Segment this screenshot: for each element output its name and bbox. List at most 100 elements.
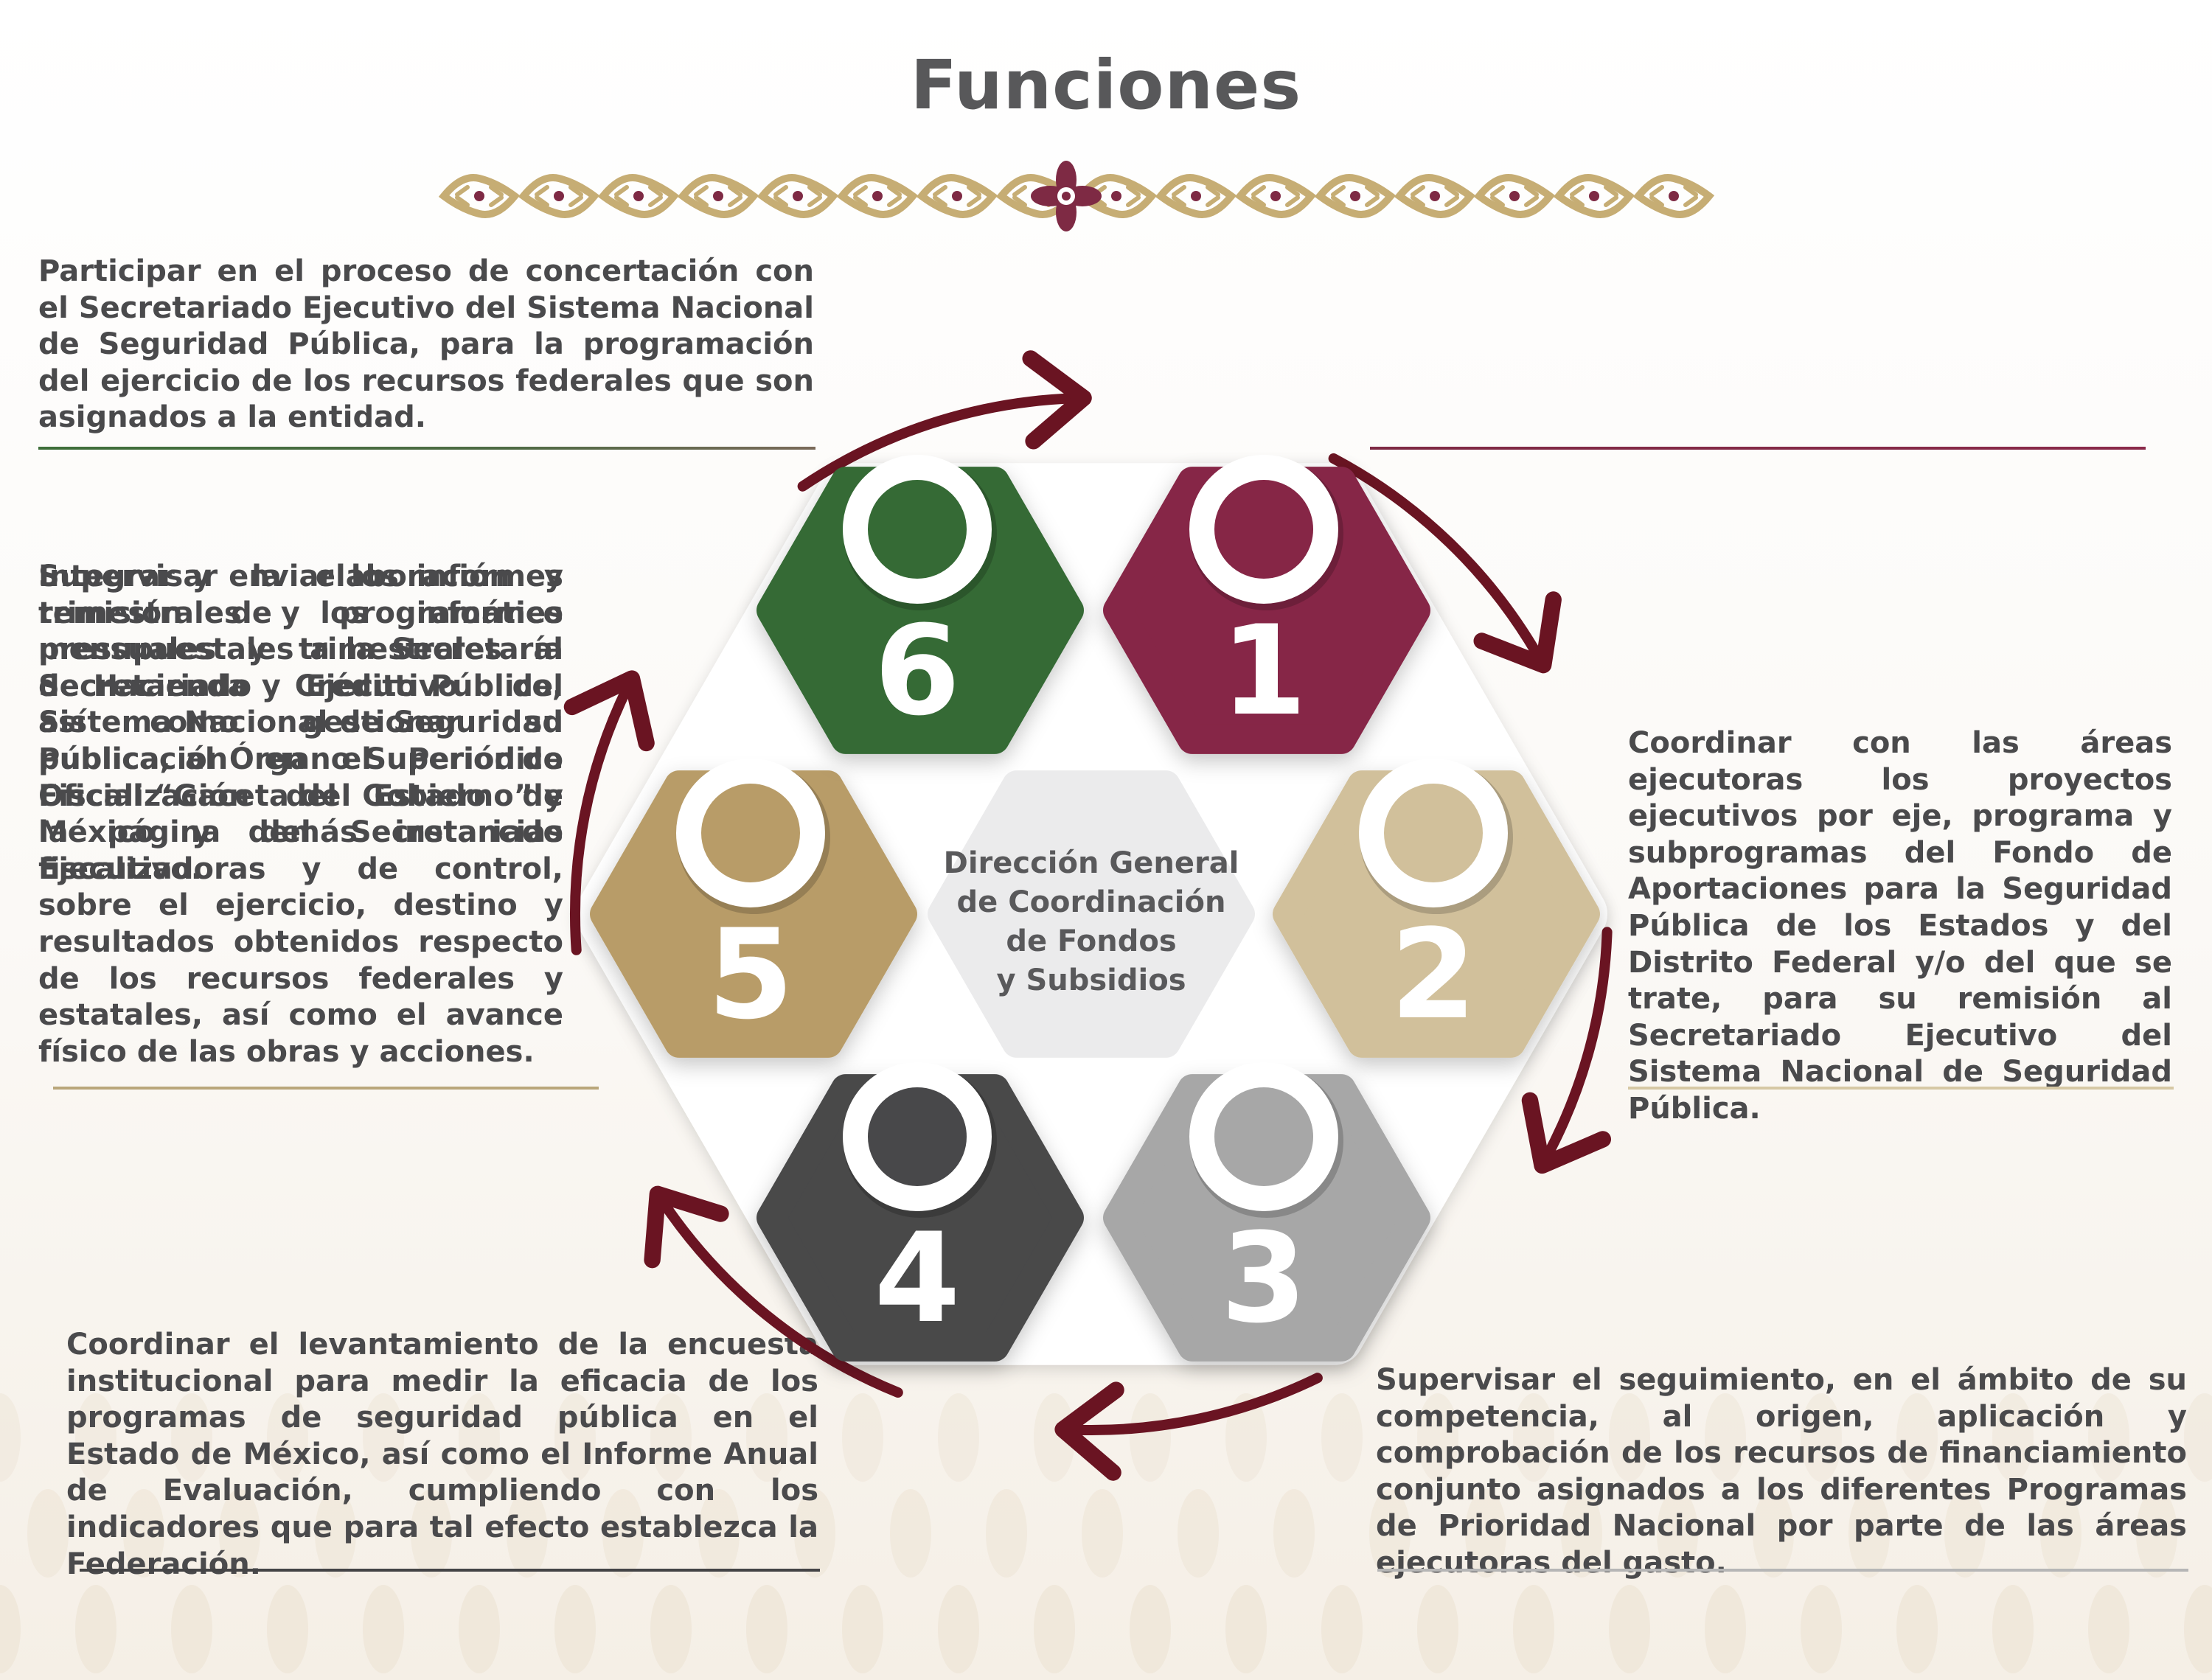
ring-icon [843, 455, 992, 604]
flower-icon [1031, 161, 1102, 231]
ornament-unit [438, 174, 521, 218]
function-3-rule [1377, 1569, 2188, 1572]
background-petal [650, 1585, 692, 1673]
function-5-text: Supervisar la elaboración y remisión de … [38, 560, 563, 1069]
center-label-line-1: Dirección General [943, 846, 1239, 880]
background-petal [554, 1393, 596, 1482]
center-label: Dirección General de Coordinación de Fon… [936, 844, 1246, 1000]
ring-icon [843, 1062, 992, 1211]
background-petal [650, 1393, 692, 1482]
background-petal [2184, 1585, 2212, 1673]
background-petal [986, 1489, 1027, 1578]
center-label-line-3: de Fondos [1006, 924, 1177, 958]
function-4-rule [80, 1569, 820, 1572]
background-petal [0, 1585, 21, 1673]
background-petal [1321, 1585, 1363, 1673]
background-petal [1609, 1393, 1650, 1482]
ornament-unit [1553, 174, 1635, 218]
background-petal [1753, 1489, 1794, 1578]
hexagon-2: 2 [1273, 759, 1600, 1058]
cycle-arrow-6 [797, 350, 1092, 492]
cycle-arrow-1 [1328, 453, 1562, 674]
background-petal [1513, 1585, 1554, 1673]
ornament-unit [1473, 174, 1556, 218]
ornament-unit [836, 174, 919, 218]
cycle-arrow-2 [1521, 927, 1613, 1174]
hexagon-1: 1 [1103, 455, 1430, 754]
background-petal [698, 1489, 740, 1578]
background-petal [363, 1585, 404, 1673]
ornament-unit [597, 174, 680, 218]
function-3-text: Supervisar el seguimiento, en el ámbito … [1376, 1363, 2187, 1580]
background-petal [363, 1393, 404, 1482]
background-petal [746, 1393, 787, 1482]
background-petal [1657, 1489, 1698, 1578]
hexagon-5: 5 [590, 759, 917, 1058]
hexagon-number-2: 2 [1391, 902, 1477, 1047]
function-6-text: Integrar y enviar los informes trimestra… [38, 560, 563, 886]
background-petal [1848, 1489, 1890, 1578]
background-petal [842, 1585, 883, 1673]
center-label-line-2: de Coordinación [956, 885, 1226, 919]
background-petal [602, 1489, 644, 1578]
background-petal [1801, 1585, 1842, 1673]
background-petal [1896, 1393, 1938, 1482]
background-petal [1992, 1585, 2034, 1673]
function-1-rule [1370, 447, 2146, 450]
background-petal [27, 1489, 69, 1578]
ornamental-divider [438, 161, 1715, 231]
background-petal [746, 1585, 787, 1673]
ornament-unit [916, 174, 998, 218]
hexagon-number-6: 6 [874, 599, 961, 743]
background-petal [459, 1393, 500, 1482]
background-petal [1992, 1393, 2034, 1482]
background-petal [2184, 1393, 2212, 1482]
ornament-unit [1394, 174, 1476, 218]
background-petal [267, 1585, 308, 1673]
background-petal [459, 1585, 500, 1673]
background-petal [267, 1393, 308, 1482]
background-petal [1273, 1489, 1315, 1578]
function-2-text: Coordinar con las áreas ejecutoras los p… [1628, 726, 2172, 1126]
background-petal [0, 1393, 21, 1482]
background-petal [1369, 1489, 1411, 1578]
hexagon-number-3: 3 [1221, 1206, 1307, 1350]
background-petal [890, 1489, 931, 1578]
background-petal [75, 1393, 116, 1482]
hexagon-4: 4 [757, 1062, 1084, 1362]
background-petal [2136, 1489, 2177, 1578]
function-2-rule [1628, 1087, 2174, 1090]
background-petal [1561, 1489, 1602, 1578]
background-petal [1705, 1585, 1746, 1673]
ring-icon [1189, 1062, 1338, 1211]
background-petal [171, 1585, 212, 1673]
function-4-text: Coordinar el levantamiento de la encuest… [66, 1328, 818, 1581]
page-title: Funciones [910, 46, 1302, 125]
background-petal [315, 1489, 356, 1578]
background-petal [2088, 1585, 2129, 1673]
background-petal [1225, 1585, 1267, 1673]
background-petal [219, 1489, 260, 1578]
ornament-unit [518, 174, 600, 218]
background-petal [938, 1585, 979, 1673]
background-petal [794, 1489, 835, 1578]
background-petal [75, 1585, 116, 1673]
background-petal [2088, 1393, 2129, 1482]
background-petal [1705, 1393, 1746, 1482]
ornament-unit [677, 174, 759, 218]
background-petal [1082, 1489, 1123, 1578]
background-petal [171, 1393, 212, 1482]
background-petal [1896, 1585, 1938, 1673]
ornament-unit [1314, 174, 1397, 218]
background-petal [1417, 1393, 1458, 1482]
background-petal [1178, 1489, 1219, 1578]
ring-icon [1359, 759, 1508, 907]
center-label-line-4: y Subsidios [996, 963, 1186, 997]
center-hexagon [928, 770, 1255, 1058]
ornament-unit [1155, 174, 1237, 218]
background-petal [1465, 1489, 1506, 1578]
background-petal [1801, 1393, 1842, 1482]
cycle-arrow-3 [1054, 1373, 1323, 1481]
